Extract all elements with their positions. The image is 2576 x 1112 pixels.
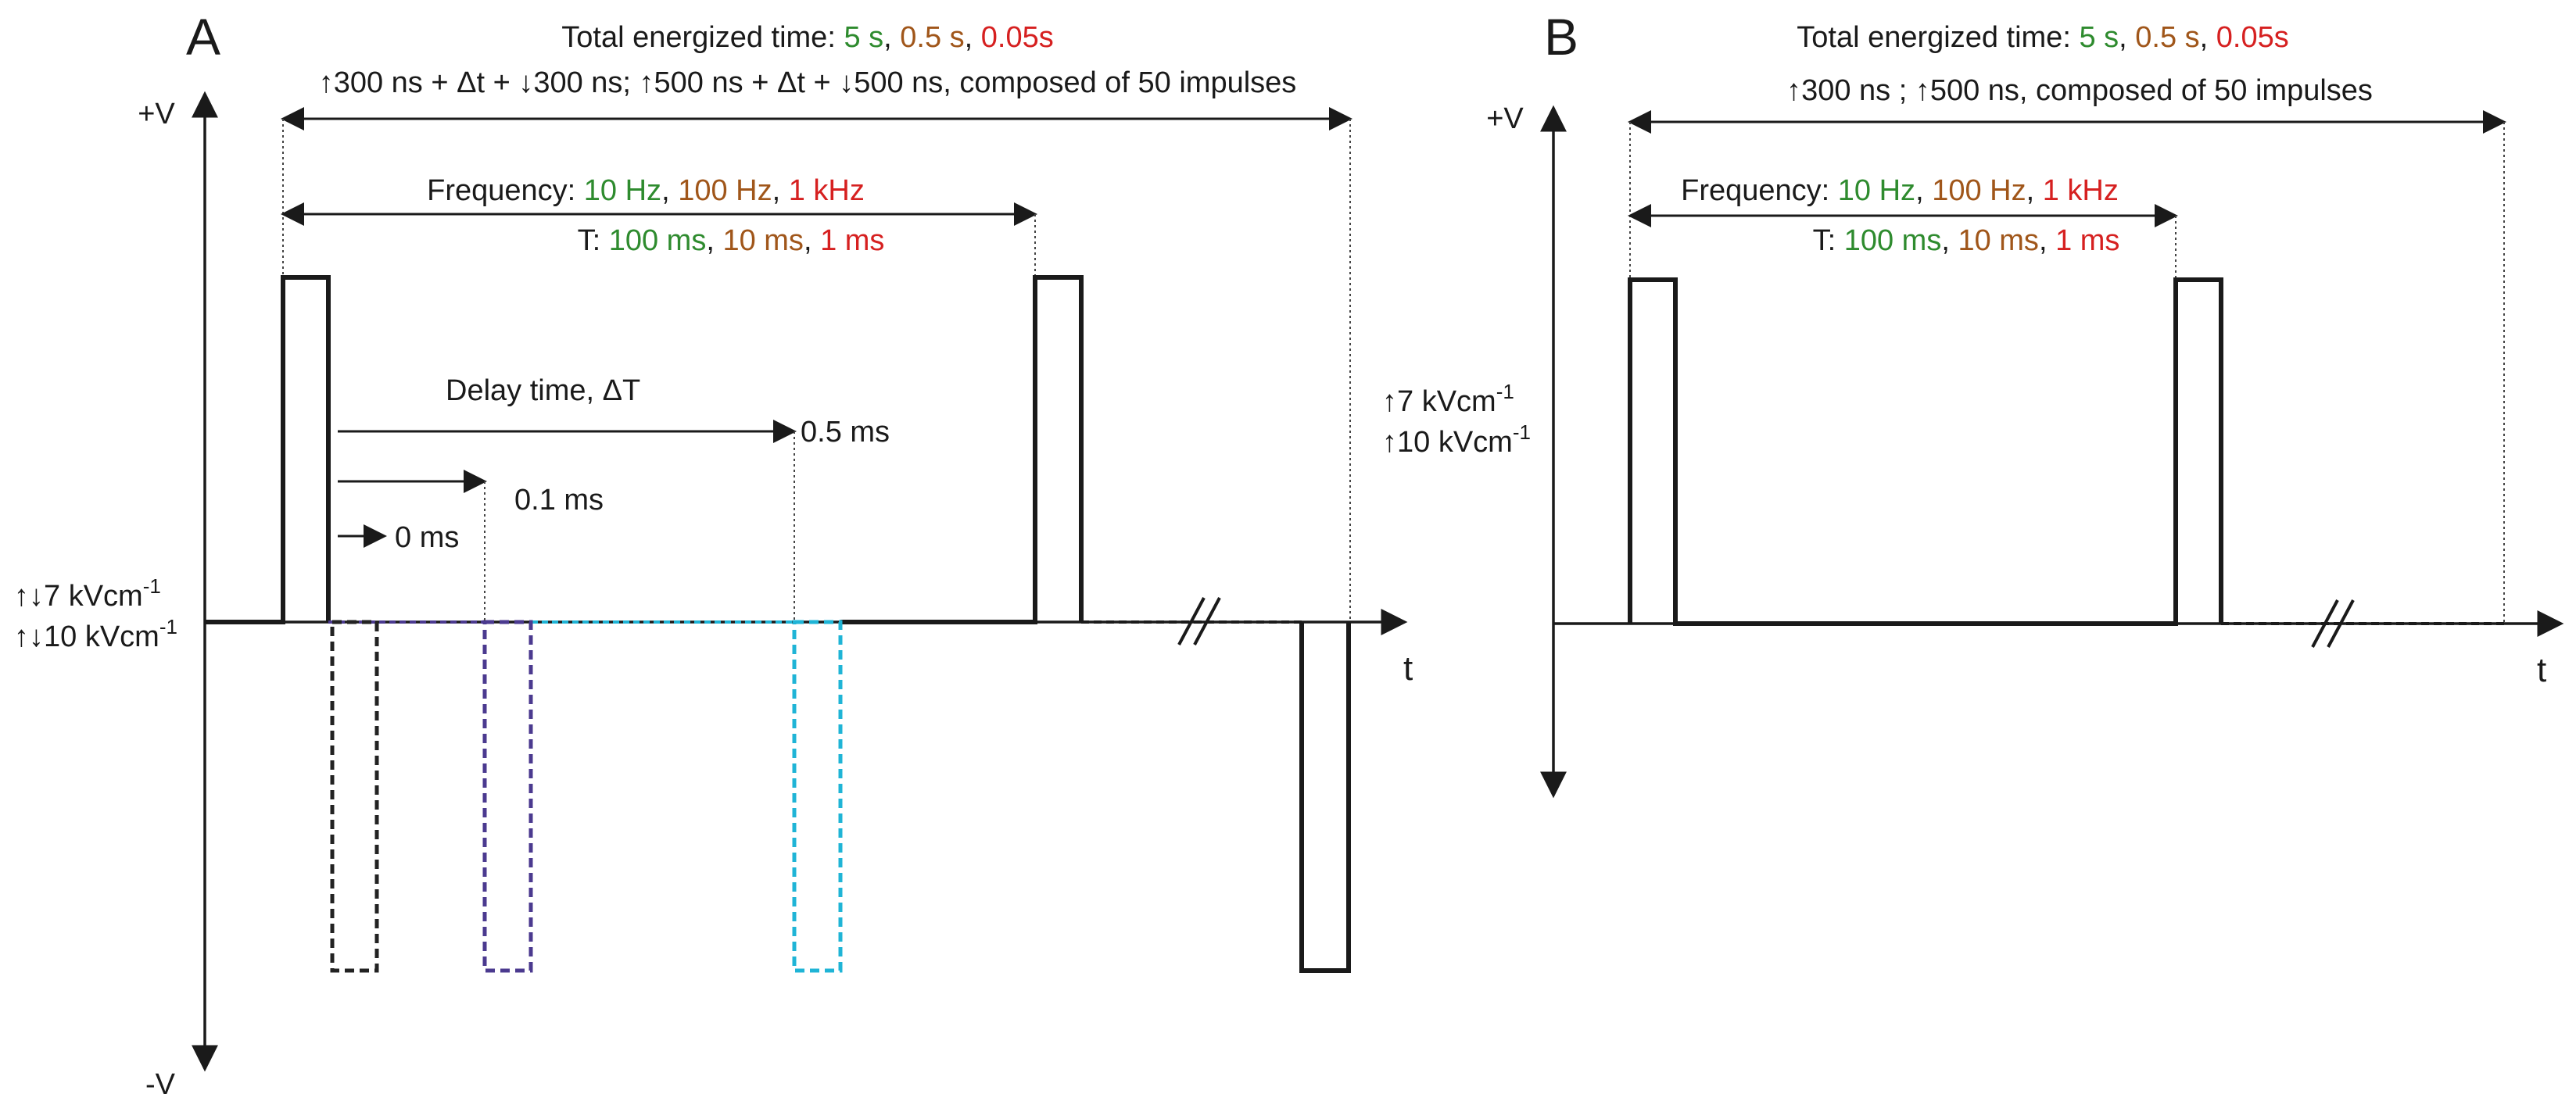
panel-a-negative-pulse-final [1299, 622, 1351, 973]
panel-a-field-10: ↑↓10 kVcm-1 [14, 615, 177, 653]
panel-b-frequency: Frequency: 10 Hz, 100 Hz, 1 kHz [1681, 174, 2119, 207]
panel-b-field-10: ↑10 kVcm-1 [1382, 420, 1531, 459]
panel-a-frequency: Frequency: 10 Hz, 100 Hz, 1 kHz [427, 174, 865, 207]
panel-a-delay-title: Delay time, ΔT [446, 374, 640, 407]
panel-a-axis-break [1177, 597, 1221, 645]
panel-a-delay-label-0-5ms: 0.5 ms [801, 416, 890, 449]
panel-a-period: T: 100 ms, 10 ms, 1 ms [578, 224, 885, 257]
panel-b-waveform [1628, 277, 2223, 626]
panel-b-letter: B [1544, 8, 1578, 66]
panel-a-y-neg-label: -V [145, 1068, 176, 1101]
panel-a: A Total energized time: 5 s, 0.5 s, 0.05… [14, 8, 1413, 1101]
panel-a-delay-label-0ms: 0 ms [395, 521, 459, 554]
panel-a-negative-pulse-0ms [330, 620, 379, 973]
panel-a-pulse-spec: ↑300 ns + Δt + ↓300 ns; ↑500 ns + Δt + ↓… [319, 66, 1297, 99]
panel-a-field-7: ↑↓7 kVcm-1 [14, 574, 161, 613]
panel-b-pulse-spec: ↑300 ns ; ↑500 ns, composed of 50 impuls… [1786, 74, 2373, 107]
panel-b: B Total energized time: 5 s, 0.5 s, 0.05… [1382, 8, 2564, 799]
panel-a-total-time: Total energized time: 5 s, 0.5 s, 0.05s [561, 21, 1054, 54]
panel-b-field-7: ↑7 kVcm-1 [1382, 380, 1514, 418]
panel-b-period: T: 100 ms, 10 ms, 1 ms [1813, 224, 2120, 257]
panel-a-waveform [205, 275, 331, 624]
panel-a-y-pos-label: +V [138, 98, 175, 131]
panel-a-delay-label-0-1ms: 0.1 ms [514, 484, 604, 517]
panel-b-total-time: Total energized time: 5 s, 0.5 s, 0.05s [1797, 21, 2289, 54]
panel-a-x-axis-label: t [1403, 649, 1413, 688]
panel-b-x-axis-label: t [2537, 651, 2546, 689]
panel-a-negative-pulse-0-5ms [792, 620, 843, 973]
panel-a-letter: A [186, 8, 220, 66]
panel-b-y-pos-label: +V [1486, 102, 1524, 135]
panel-b-axis-break [2311, 599, 2355, 648]
panel-a-negative-pulse-0-1ms [482, 620, 533, 973]
panel-a-waveform-mid [840, 275, 1084, 624]
